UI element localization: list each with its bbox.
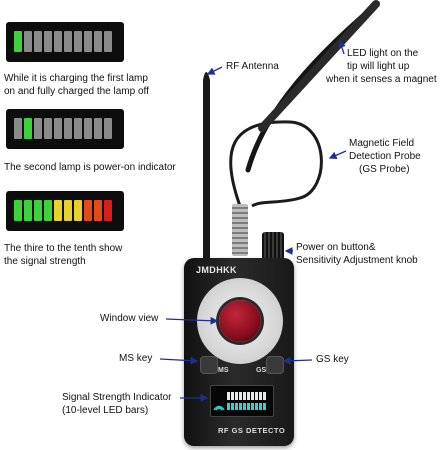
power-button-line1: Power on button&	[296, 242, 376, 253]
screen-meter-bar	[251, 403, 254, 410]
screen-meter-bar	[263, 403, 266, 410]
screen-bar	[231, 392, 234, 400]
led-lamp	[44, 200, 52, 221]
led-row	[14, 200, 112, 221]
led-lamp	[104, 200, 112, 221]
screen-bar	[235, 392, 238, 400]
signal-bars-top	[227, 392, 266, 400]
led-lamp	[34, 31, 42, 52]
led-panel-charging	[6, 22, 124, 62]
led-lamp	[74, 118, 82, 139]
led-light-line1: LED light on the	[347, 48, 419, 59]
led-lamp	[94, 200, 102, 221]
led-lamp	[54, 200, 62, 221]
signal-indicator-line2: (10-level LED bars)	[62, 405, 149, 416]
caption-charging-line1: While it is charging the first lamp	[4, 73, 148, 84]
gs-key-button[interactable]	[266, 356, 284, 374]
ms-key-label: MS	[218, 367, 229, 374]
led-panel-signal	[6, 191, 124, 231]
led-lamp	[64, 31, 72, 52]
screen-meter-bar	[231, 403, 234, 410]
screen-meter-bar	[235, 403, 238, 410]
signal-bars-bottom	[227, 403, 266, 410]
screen-meter-bar	[227, 403, 230, 410]
led-light-line3: when it senses a magnet	[326, 74, 437, 85]
screen-bar	[227, 392, 230, 400]
led-lamp	[44, 31, 52, 52]
probe-connector	[232, 204, 248, 256]
led-lamp	[34, 200, 42, 221]
led-lamp	[94, 31, 102, 52]
led-lamp	[14, 200, 22, 221]
gs-key-caption: GS key	[316, 354, 349, 365]
screen-meter-bar	[247, 403, 250, 410]
device-brand: JMDHKK	[196, 265, 237, 275]
device-bottom-text: RF GS DETECTO	[218, 426, 286, 435]
led-lamp	[24, 200, 32, 221]
led-lamp	[104, 31, 112, 52]
screen-meter-bar	[255, 403, 258, 410]
probe-label-line3: (GS Probe)	[359, 164, 410, 175]
led-lamp	[74, 200, 82, 221]
signal-led-screen	[210, 385, 274, 417]
signal-indicator-line1: Signal Strength Indicator	[62, 392, 172, 403]
led-lamp	[54, 31, 62, 52]
probe-label-line1: Magnetic Field	[349, 138, 415, 149]
led-lamp	[34, 118, 42, 139]
ms-key-caption: MS key	[119, 353, 153, 364]
led-lamp	[14, 31, 22, 52]
gs-key-label: GS	[256, 367, 267, 374]
led-lamp	[104, 118, 112, 139]
led-lamp	[74, 31, 82, 52]
led-lamp	[44, 118, 52, 139]
led-light-line2: tip will light up	[347, 61, 410, 72]
screen-bar	[243, 392, 246, 400]
led-row	[14, 31, 112, 52]
screen-meter-bar	[259, 403, 262, 410]
window-view-label: Window view	[100, 313, 159, 324]
led-lamp	[24, 31, 32, 52]
signal-icon	[213, 405, 225, 411]
caption-signal-line2: the signal strength	[4, 256, 86, 267]
led-panel-power	[6, 109, 124, 149]
led-lamp	[14, 118, 22, 139]
sensitivity-knob[interactable]	[262, 232, 284, 260]
led-lamp	[64, 200, 72, 221]
rf-antenna-label: RF Antenna	[226, 61, 279, 72]
led-lamp	[94, 118, 102, 139]
window-view-lens	[219, 300, 261, 342]
power-button-line2: Sensitivity Adjustment knob	[296, 255, 418, 266]
screen-meter-bar	[239, 403, 242, 410]
screen-bar	[251, 392, 254, 400]
ms-key-button[interactable]	[200, 356, 218, 374]
caption-power-on: The second lamp is power-on indicator	[4, 162, 176, 173]
led-lamp	[54, 118, 62, 139]
caption-signal-line1: The thire to the tenth show	[4, 243, 123, 254]
led-lamp	[64, 118, 72, 139]
screen-bar	[239, 392, 242, 400]
screen-meter-bar	[243, 403, 246, 410]
led-lamp	[84, 200, 92, 221]
led-lamp	[84, 31, 92, 52]
probe-label-line2: Detection Probe	[349, 151, 421, 162]
led-row	[14, 118, 112, 139]
screen-bar	[263, 392, 266, 400]
led-lamp	[84, 118, 92, 139]
caption-charging-line2: on and fully charged the lamp off	[4, 86, 149, 97]
screen-bar	[247, 392, 250, 400]
led-lamp	[24, 118, 32, 139]
screen-bar	[255, 392, 258, 400]
screen-bar	[259, 392, 262, 400]
